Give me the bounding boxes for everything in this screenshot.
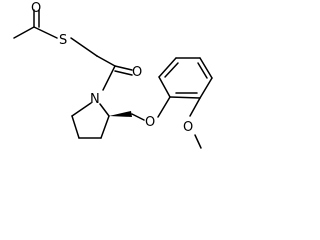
- ring-b5: [199, 77, 213, 99]
- ring-b4: [199, 57, 213, 79]
- atom-o-amide: O: [132, 65, 142, 80]
- bond-ar-ome: [189, 97, 201, 117]
- molecule-diagram: O S O N O O: [13, 1, 213, 149]
- bond-s-ch2: [70, 37, 98, 57]
- atom-n: N: [90, 92, 100, 107]
- pyrrolidine-ring: [71, 102, 110, 139]
- bond-o-ar: [157, 96, 171, 118]
- wedge-bond: [109, 111, 132, 117]
- bond-c5-c4: [71, 115, 80, 139]
- bond-methyl: [13, 26, 35, 39]
- thioester-group: [13, 9, 98, 57]
- bond-c3-c2: [100, 115, 110, 139]
- bond-ch2-o: [131, 113, 145, 121]
- bond-amide-co-a: [114, 65, 133, 71]
- bond-co-n: [102, 65, 116, 91]
- atom-o-ether: O: [145, 115, 155, 130]
- ring-b1: [158, 76, 171, 98]
- ring-b2: [158, 57, 177, 78]
- ring-d2: [197, 62, 208, 79]
- bond-n-c5: [71, 102, 92, 117]
- bond-amide-co-b: [114, 70, 133, 76]
- atom-o-methoxy: O: [183, 120, 193, 135]
- bond-c-s: [33, 26, 58, 39]
- atom-s: S: [59, 33, 67, 48]
- benzene-ring: [157, 57, 213, 118]
- methoxy-group: [189, 97, 202, 149]
- bond-c2-n: [99, 103, 110, 117]
- stereo-wedge: [109, 111, 145, 121]
- atom-o-thioester: O: [31, 1, 41, 16]
- structure-svg: O S O N O O: [13, 1, 213, 149]
- ring-d1: [164, 62, 179, 78]
- bond-o-me: [194, 134, 202, 149]
- ring-b6: [169, 96, 201, 99]
- bond-ch2-co: [96, 55, 116, 67]
- amide-group: [96, 55, 133, 91]
